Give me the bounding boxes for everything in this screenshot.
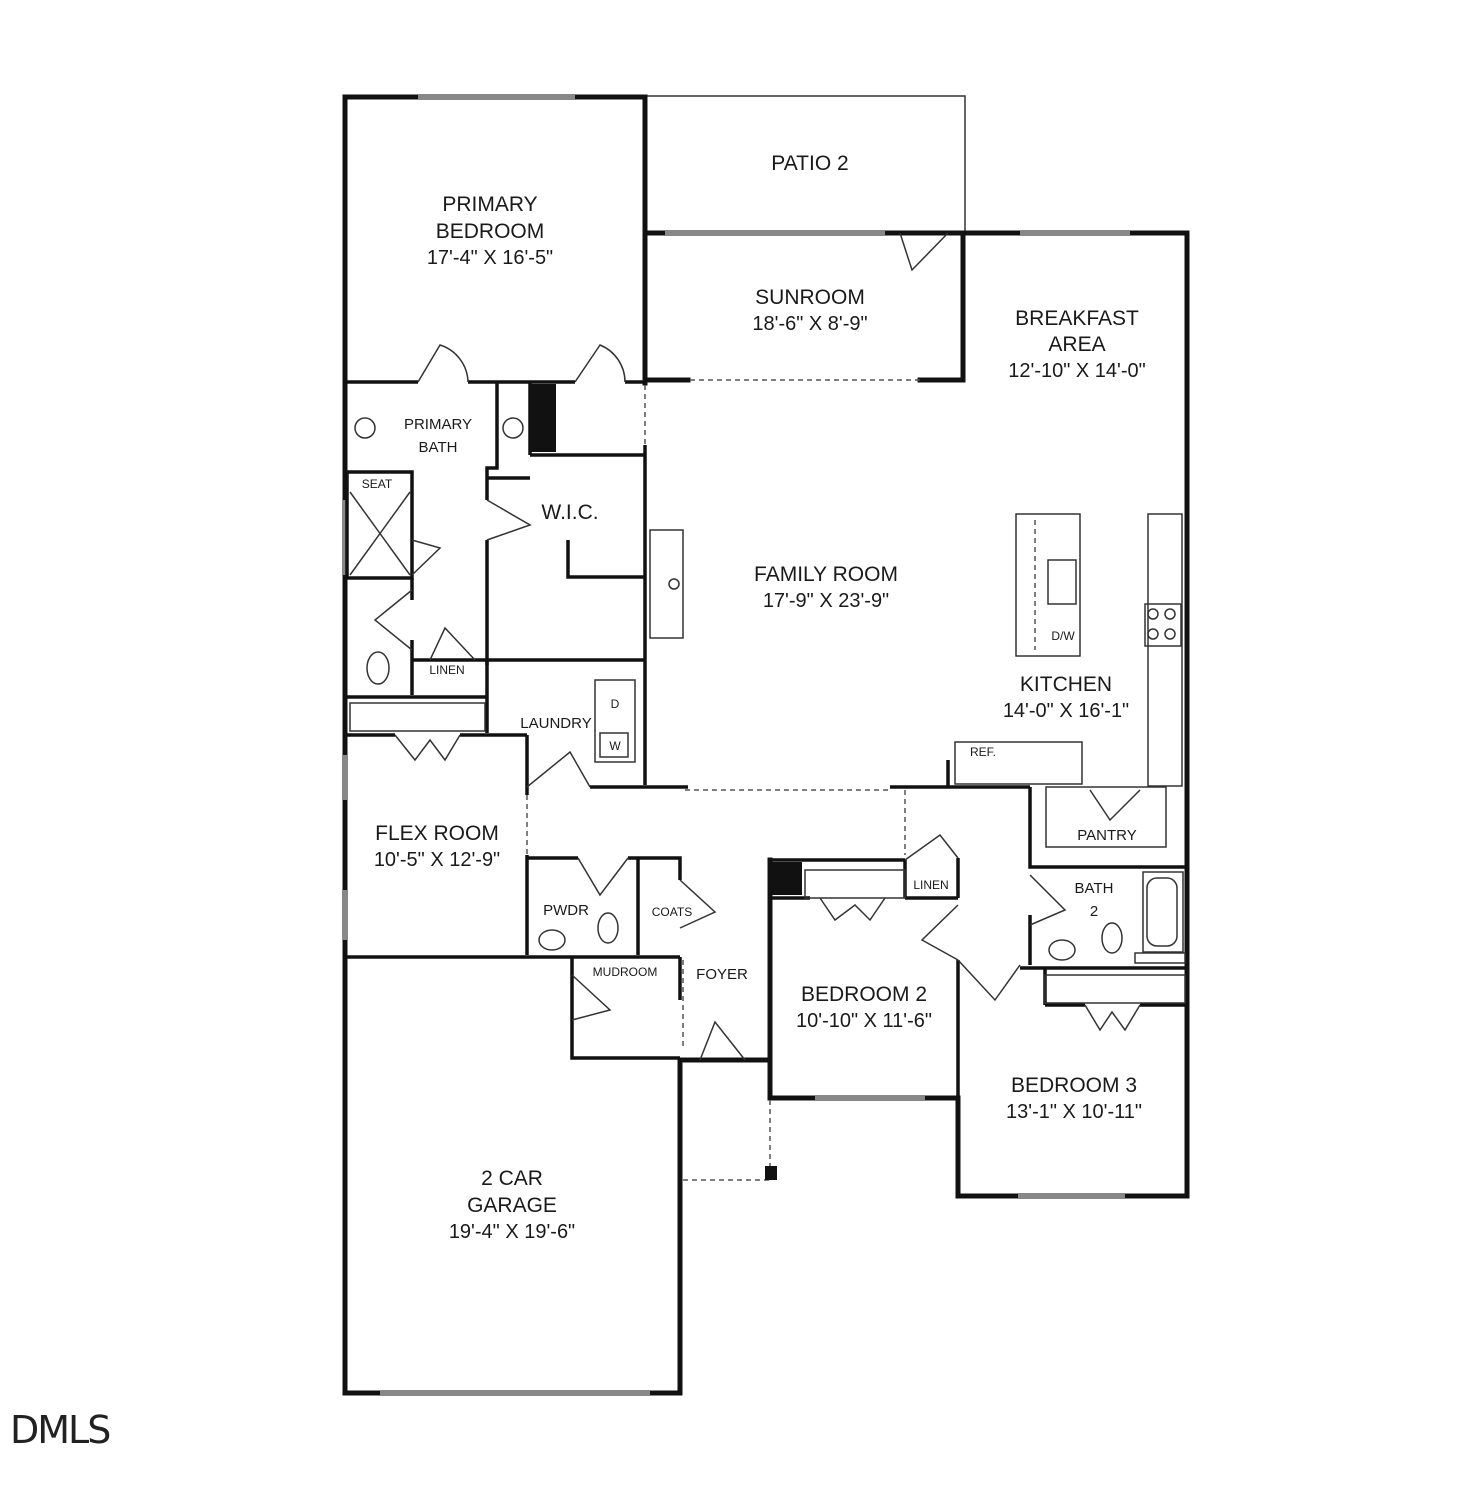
sink-icon [1048, 939, 1076, 961]
garage-label: GARAGE [467, 1194, 557, 1217]
bath-2-label: BATH [1075, 880, 1114, 897]
powder-room-label: PWDR [543, 902, 589, 919]
burner-icon [1147, 628, 1159, 640]
laundry-label: LAUNDRY [520, 715, 591, 732]
garage-dimensions: 19'-4" X 19'-6" [449, 1221, 575, 1243]
interior-walls [345, 380, 1187, 1100]
toilet-icon [1101, 922, 1123, 954]
burner-icon [1164, 628, 1176, 640]
wic-label: W.I.C. [541, 501, 598, 524]
primary-bedroom-dimensions: 17'-4" X 16'-5" [427, 247, 553, 269]
linen-label: LINEN [429, 663, 464, 677]
primary-bath-label: BATH [419, 439, 458, 456]
door-swings [373, 232, 1141, 1061]
sink-icon [502, 417, 524, 439]
garage-label: 2 CAR [481, 1167, 543, 1190]
room-labels: PATIO 2 PRIMARY BEDROOM 17'-4" X 16'-5" … [362, 152, 1146, 1243]
structural-columns [531, 384, 802, 1180]
fireplace-icon [668, 578, 680, 590]
sink-icon [354, 417, 376, 439]
linen-label: LINEN [913, 878, 948, 892]
sink-icon [538, 929, 566, 951]
sunroom-dimensions: 18'-6" X 8'-9" [752, 313, 867, 335]
toilet-icon [366, 651, 390, 685]
bedroom-2-label: BEDROOM 2 [801, 983, 927, 1006]
toilet-icon [597, 912, 619, 944]
pantry-label: PANTRY [1077, 827, 1136, 844]
fixtures [349, 417, 1178, 961]
dmls-watermark: DMLS [10, 1408, 111, 1452]
dryer-label: D [611, 697, 620, 711]
windows [342, 94, 1130, 1396]
breakfast-area-dimensions: 12'-10" X 14'-0" [1008, 360, 1145, 382]
bedroom-3-label: BEDROOM 3 [1011, 1074, 1137, 1097]
family-room-dimensions: 17'-9" X 23'-9" [763, 590, 889, 612]
kitchen-label: KITCHEN [1020, 673, 1112, 696]
coats-label: COATS [652, 905, 692, 919]
kitchen-dimensions: 14'-0" X 16'-1" [1003, 700, 1129, 722]
primary-bedroom-label: PRIMARY [442, 193, 537, 216]
dashed-lines [349, 379, 1186, 1181]
burner-icon [1164, 608, 1176, 620]
washer-icon [599, 732, 629, 758]
flex-room-dimensions: 10'-5" X 12'-9" [374, 849, 500, 871]
mudroom-label: MUDROOM [593, 965, 658, 979]
dishwasher-label: D/W [1051, 629, 1075, 643]
breakfast-area-label: AREA [1048, 333, 1105, 356]
sunroom-label: SUNROOM [755, 286, 865, 309]
refrigerator-label: REF. [970, 745, 996, 759]
bedroom-2-dimensions: 10'-10" X 11'-6" [796, 1010, 932, 1032]
burner-icon [1147, 608, 1159, 620]
bedroom-3-dimensions: 13'-1" X 10'-11" [1006, 1101, 1142, 1123]
family-room-label: FAMILY ROOM [754, 563, 898, 586]
primary-bedroom-label: BEDROOM [436, 220, 545, 243]
primary-bath-label: PRIMARY [404, 416, 472, 433]
seat-label: SEAT [362, 477, 393, 491]
patio-outline [645, 95, 966, 233]
breakfast-area-label: BREAKFAST [1015, 307, 1139, 330]
washer-label: W [609, 739, 621, 753]
bath-2-label: 2 [1090, 903, 1098, 920]
foyer-label: FOYER [696, 966, 748, 983]
flex-room-label: FLEX ROOM [375, 822, 499, 845]
bathtub-icon [1146, 877, 1178, 947]
kitchen-sink-icon [1047, 559, 1077, 605]
patio-label: PATIO 2 [771, 152, 848, 175]
